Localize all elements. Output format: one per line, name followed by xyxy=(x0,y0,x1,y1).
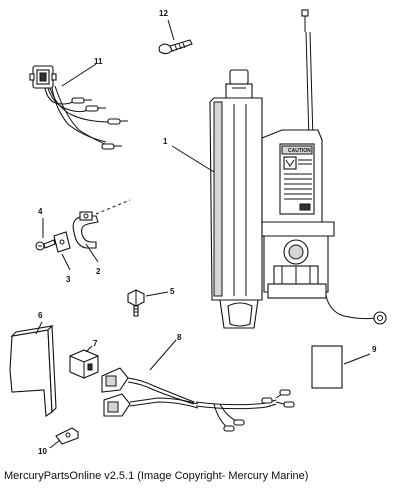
callout-9: 9 xyxy=(372,345,377,354)
callout-5: 5 xyxy=(170,287,175,296)
part-2-clamp xyxy=(72,211,99,249)
part-5-bolt xyxy=(127,289,145,317)
leader-5 xyxy=(145,291,169,297)
leader-11 xyxy=(61,63,97,87)
callout-2: 2 xyxy=(96,267,101,276)
part-4-screw xyxy=(35,239,56,251)
copyright-footer: MercuryPartsOnline v2.5.1 (Image Copyrig… xyxy=(4,470,309,482)
part-12-pin xyxy=(158,39,193,55)
callout-1: 1 xyxy=(163,137,168,146)
part-9-decal xyxy=(311,345,343,389)
guide-2 xyxy=(95,199,131,215)
caution-label: CAUTION xyxy=(288,148,311,154)
leader-12 xyxy=(167,19,175,41)
part-1-actuator-assembly: CAUTION xyxy=(209,9,387,329)
callout-8: 8 xyxy=(177,333,182,342)
callout-12: 12 xyxy=(159,9,168,18)
leader-7 xyxy=(85,345,93,353)
leader-6 xyxy=(35,321,43,335)
callout-10: 10 xyxy=(38,447,47,456)
callout-6: 6 xyxy=(38,311,43,320)
part-11-harness-connector xyxy=(29,65,128,150)
leader-3 xyxy=(61,253,71,271)
callout-3: 3 xyxy=(66,275,71,284)
callout-11: 11 xyxy=(94,57,103,66)
part-10-bracket xyxy=(55,427,79,445)
leader-2 xyxy=(85,243,99,263)
leader-8 xyxy=(149,339,177,371)
callout-4: 4 xyxy=(38,207,43,216)
part-7-relay xyxy=(69,349,99,379)
part-6-cover-panel xyxy=(9,324,57,417)
leader-9 xyxy=(343,353,371,365)
part-3-washer xyxy=(53,231,71,253)
part-8-wiring-harness xyxy=(101,367,295,432)
leader-1 xyxy=(171,145,215,173)
leader-10 xyxy=(49,439,61,449)
callout-7: 7 xyxy=(93,339,98,348)
